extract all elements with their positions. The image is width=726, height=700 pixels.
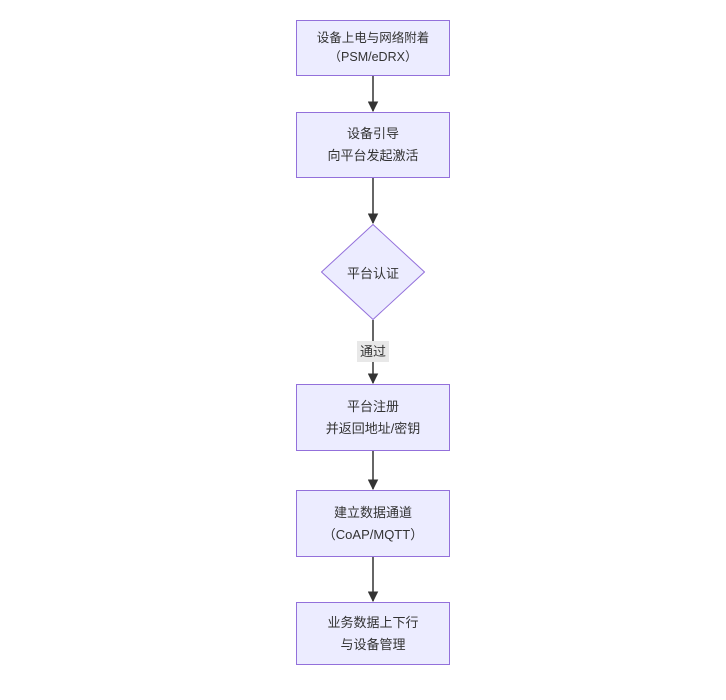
node-text-line: 平台认证 bbox=[346, 265, 399, 281]
edge-label-pass: 通过 bbox=[356, 341, 390, 362]
node-text-line: 与设备管理 bbox=[340, 636, 406, 652]
node-platform-register: 平台注册 并返回地址/密钥 bbox=[296, 384, 450, 451]
node-text-line: 设备引导 bbox=[346, 126, 399, 141]
diamond-shape bbox=[321, 224, 425, 320]
node-text-line: 平台注册 bbox=[346, 398, 399, 414]
node-platform-auth: 平台认证 bbox=[321, 224, 425, 320]
node-text-line: 向平台发起激活 bbox=[327, 148, 419, 163]
node-text-line: 设备上电与网络附着 bbox=[316, 31, 430, 45]
node-data-channel: 建立数据通道 （CoAP/MQTT） bbox=[296, 490, 450, 557]
node-text-line: 建立数据通道 bbox=[333, 504, 412, 520]
node-text-line: （CoAP/MQTT） bbox=[322, 526, 424, 542]
node-text-line: （PSM/eDRX） bbox=[328, 50, 418, 64]
node-text-line: 并返回地址/密钥 bbox=[325, 420, 421, 436]
node-text-line: 业务数据上下行 bbox=[327, 614, 419, 630]
node-business-data: 业务数据上下行 与设备管理 bbox=[296, 602, 450, 665]
node-bootstrap: 设备引导 向平台发起激活 bbox=[296, 112, 450, 178]
node-power-attach: 设备上电与网络附着 （PSM/eDRX） bbox=[296, 20, 450, 76]
